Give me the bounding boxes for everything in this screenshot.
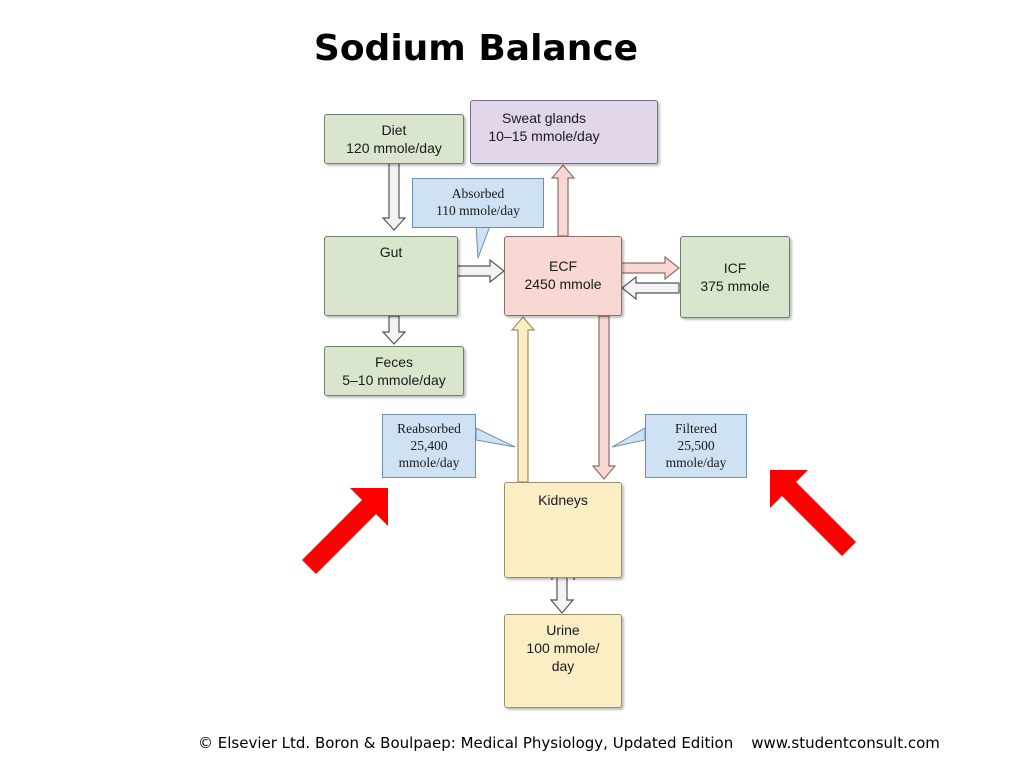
icf-value: 375 mmole: [700, 278, 770, 294]
red-arrow-left: [302, 488, 388, 574]
urine-box: Urine 100 mmole/ day: [504, 614, 622, 708]
absorbed-value: 110 mmole/day: [436, 203, 520, 218]
urine-line3: day: [551, 658, 575, 674]
reabsorbed-callout-pointer: [475, 427, 516, 448]
arrow-diet-to-gut: [381, 162, 407, 231]
arrow-kidneys-to-ecf: [510, 316, 536, 483]
sweat-value: 10–15 mmole/day: [488, 128, 600, 144]
reabsorbed-line1: Reabsorbed: [397, 421, 461, 436]
ecf-label: ECF: [549, 258, 577, 274]
footer: © Elsevier Ltd. Boron & Boulpaep: Medica…: [198, 734, 940, 752]
arrow-gut-to-ecf: [456, 258, 505, 284]
arrow-kidneys-to-urine: [549, 576, 575, 614]
reabsorbed-line3: mmole/day: [398, 455, 460, 470]
filtered-callout: Filtered 25,500 mmole/day: [645, 414, 747, 478]
ecf-value: 2450 mmole: [524, 276, 602, 292]
urine-line1: Urine: [546, 622, 580, 638]
arrow-ecf-to-kidneys: [591, 315, 617, 480]
footer-copyright: © Elsevier Ltd. Boron & Boulpaep: Medica…: [198, 734, 734, 752]
absorbed-callout-pointer: [475, 225, 491, 259]
gut-label: Gut: [379, 244, 403, 260]
arrow-ecf-to-icf: [620, 255, 680, 281]
footer-url: www.studentconsult.com: [751, 734, 940, 752]
red-arrow-right: [770, 470, 856, 556]
gut-box: Gut: [324, 236, 458, 316]
feces-value: 5–10 mmole/day: [342, 372, 446, 388]
diet-box: Diet 120 mmole/day: [324, 114, 464, 164]
sweat-glands-box: Sweat glands 10–15 mmole/day: [470, 100, 658, 164]
filtered-callout-pointer: [611, 427, 646, 448]
feces-box: Feces 5–10 mmole/day: [324, 346, 464, 396]
arrow-gut-to-feces: [381, 315, 407, 345]
sweat-label: Sweat glands: [501, 110, 587, 126]
reabsorbed-line2: 25,400: [410, 438, 448, 453]
filtered-line1: Filtered: [675, 421, 717, 436]
reabsorbed-callout: Reabsorbed 25,400 mmole/day: [382, 414, 476, 478]
kidneys-box: Kidneys: [504, 482, 622, 578]
diet-label: Diet: [381, 122, 407, 138]
ecf-box: ECF 2450 mmole: [504, 236, 622, 316]
icf-label: ICF: [723, 260, 747, 276]
icf-box: ICF 375 mmole: [680, 236, 790, 318]
absorbed-label: Absorbed: [451, 186, 505, 201]
kidneys-label: Kidneys: [538, 492, 588, 508]
arrow-icf-to-ecf: [621, 275, 680, 301]
diet-value: 120 mmole/day: [346, 140, 442, 156]
filtered-line2: 25,500: [677, 438, 715, 453]
filtered-line3: mmole/day: [665, 455, 727, 470]
arrow-ecf-to-sweat: [550, 164, 576, 237]
urine-line2: 100 mmole/: [526, 640, 600, 656]
absorbed-callout: Absorbed 110 mmole/day: [412, 178, 544, 228]
slide-title: Sodium Balance: [313, 28, 639, 69]
feces-label: Feces: [374, 354, 414, 370]
